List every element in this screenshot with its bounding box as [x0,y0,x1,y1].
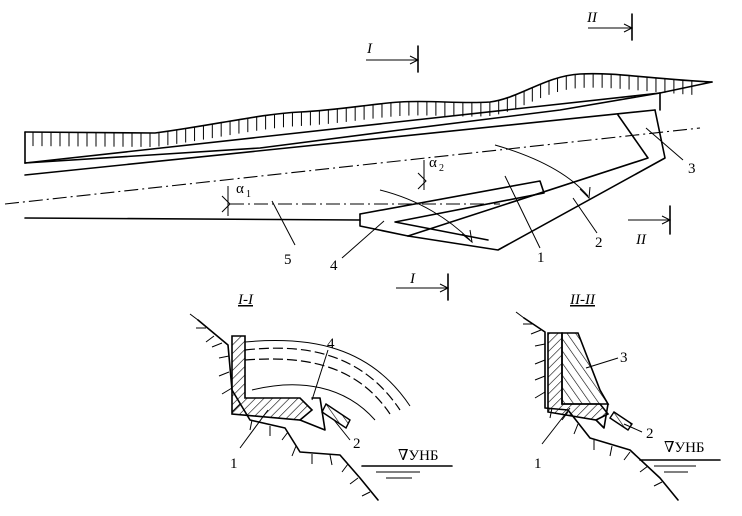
section-I-title: I-I [237,292,254,308]
angle-2-subscript: 2 [439,163,444,174]
leader-1 [504,175,541,249]
leader-2 [572,197,598,234]
section-I-jet-2 [244,358,391,415]
section-II-water-level: ∇УНБ [664,440,705,456]
section-I-leader-4 [311,349,329,401]
section-II-ground [523,317,679,501]
callout-5: 5 [284,252,292,268]
callout-4: 4 [330,258,338,274]
section-II-callout-2: 2 [646,426,654,442]
terrain-bottom-line [24,92,661,164]
section-I-water-level: ∇УНБ [398,448,439,464]
angle-1-arrows [221,195,231,213]
angle-1-subscript: 1 [246,189,251,200]
leader-4 [341,220,385,259]
flume-inner [407,114,649,237]
flow-arrow-lower [379,189,471,241]
canal-lower-wall [24,109,656,176]
plan-view: α 1 α 2 1 2 3 4 5 I I II [4,10,713,301]
section-II-title: II-II [569,292,596,308]
callout-2: 2 [595,235,603,251]
section-I-label-top: I [366,41,373,57]
section-II-leader-2 [623,423,643,433]
section-I-leader-2 [333,419,351,441]
leader-5 [271,200,296,246]
angle-1-label: α [236,181,244,197]
section-I-jet-outer [244,340,411,407]
angle-2-arrows [417,172,427,190]
section-I-jet-inner [251,384,376,421]
axis-line-1 [4,127,701,205]
section-II-ground-ticks [515,311,663,487]
section-II-fill-3 [561,332,610,405]
section-I-view: I-I ∇УНБ 1 2 4 [189,292,453,501]
section-I-leader-1 [239,409,269,449]
section-I-block-2 [321,402,351,430]
section-I-label-bottom: I [409,271,416,287]
terrain-hatch-ticks [32,73,693,147]
section-I-ground [197,319,379,501]
section-I-concrete [231,335,314,421]
lower-bank-line [24,217,361,221]
flow-arrow-upper [494,144,589,197]
chute-edge [359,213,409,237]
section-I-callout-4: 4 [327,336,335,352]
section-II-view: II-II ∇УНБ 1 2 3 [515,292,721,501]
callout-1: 1 [537,250,545,266]
angle-2-label: α [429,155,437,171]
callout-3: 3 [688,161,696,177]
section-II-callout-3: 3 [620,350,628,366]
flow-arrowhead-lower [461,229,473,244]
section-II-label-top: II [586,10,598,26]
flow-arrowhead-upper [579,186,591,200]
flume-outline [407,109,666,251]
leader-3 [645,127,684,161]
section-II-leader-1 [541,407,571,445]
terrain-tip [659,81,713,94]
section-II-label-bottom: II [635,232,647,248]
terrain-top-line [24,72,713,134]
section-I-callout-1: 1 [230,456,238,472]
section-I-callout-2: 2 [353,436,361,452]
section-II-block-2 [609,411,633,431]
canal-upper-wall [24,92,661,164]
chute-outline [359,180,545,241]
section-I-jet-1 [244,347,401,411]
section-II-callout-1: 1 [534,456,542,472]
section-II-leader-3 [585,357,619,369]
